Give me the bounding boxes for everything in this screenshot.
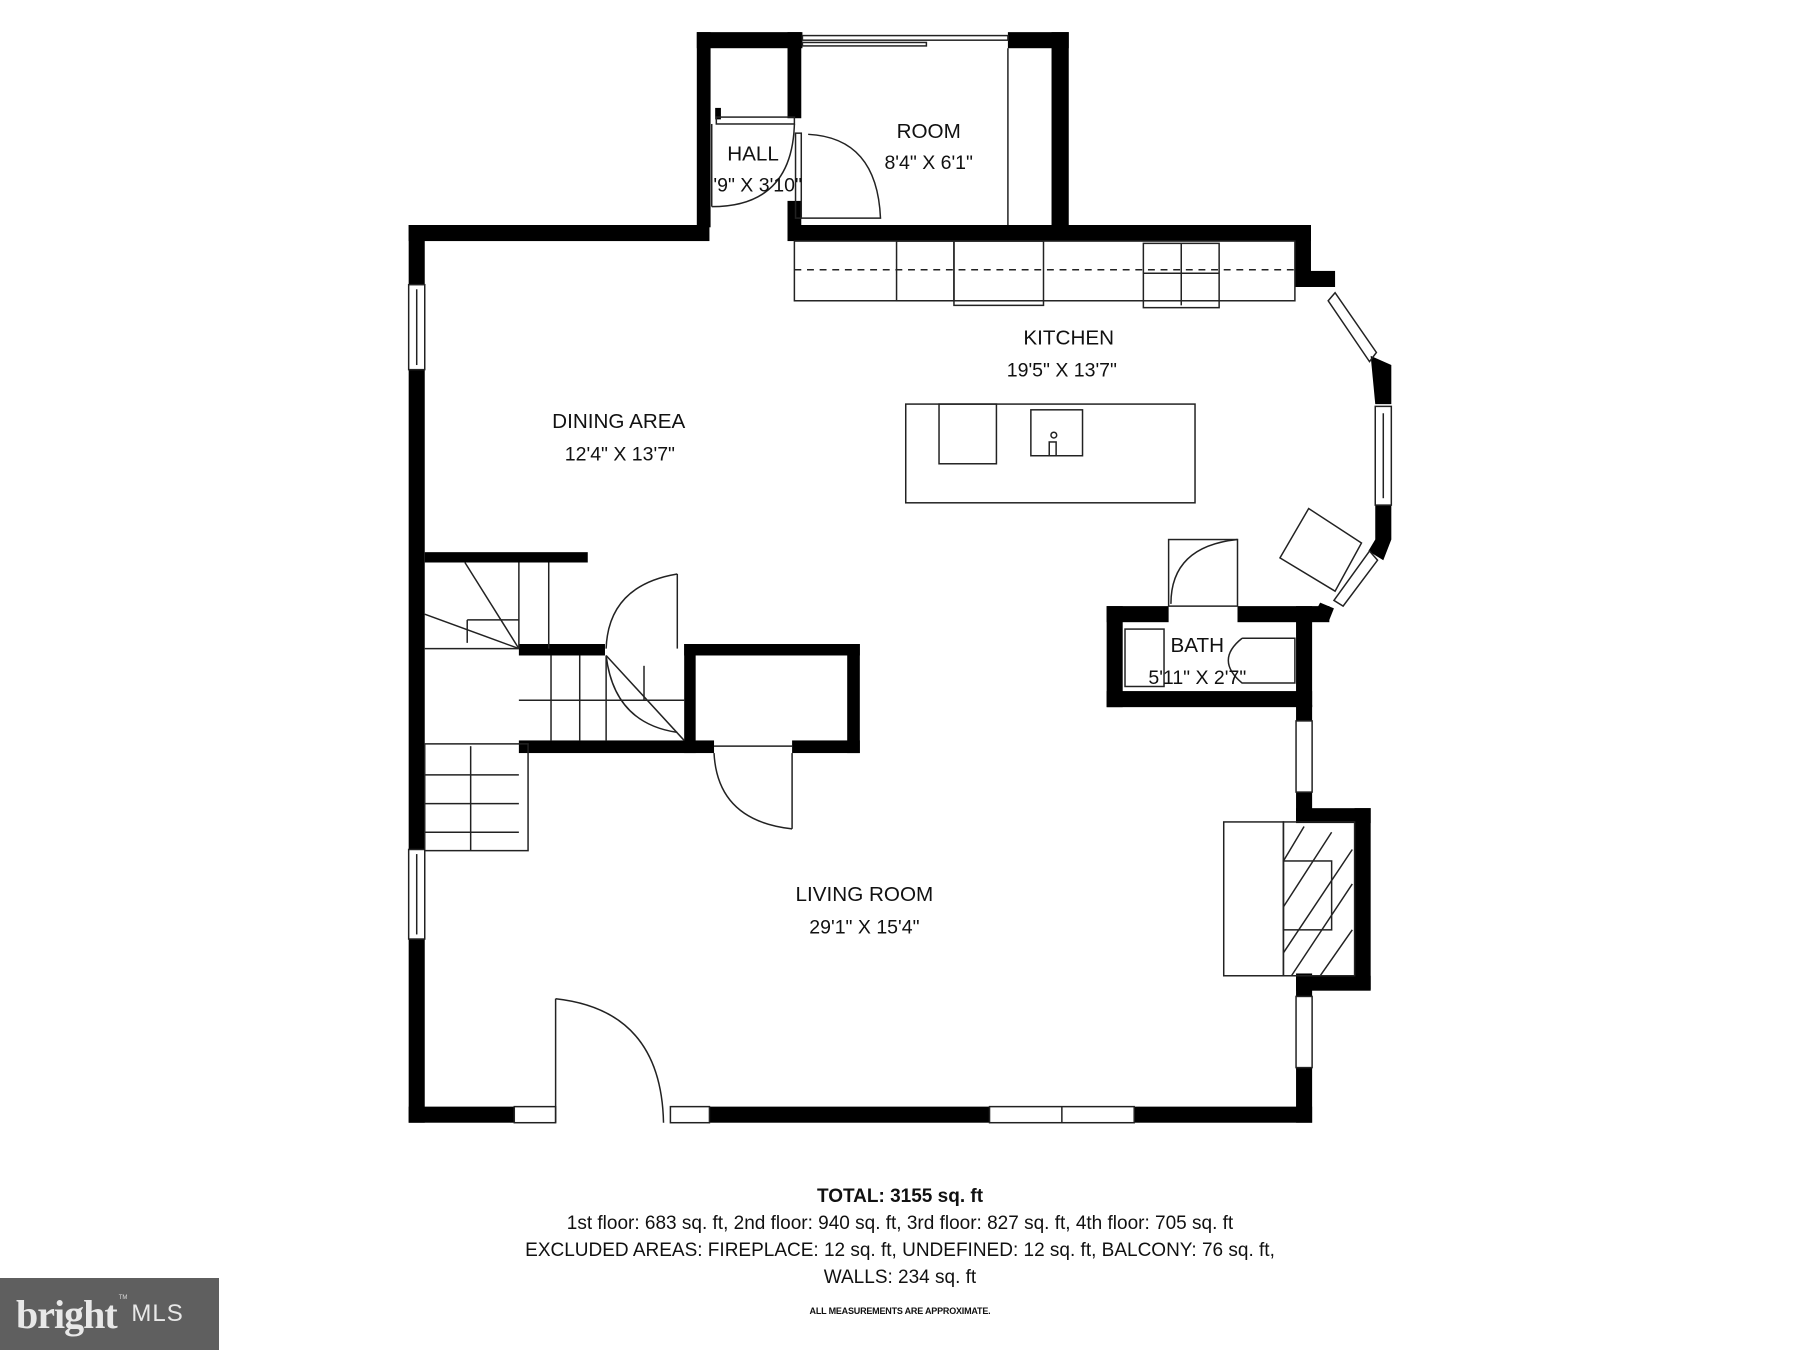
logo-mls: MLS (131, 1300, 184, 1327)
excluded-areas: EXCLUDED AREAS: FIREPLACE: 12 sq. ft, UN… (525, 1240, 1275, 1261)
disclaimer: ALL MEASUREMENTS ARE APPROXIMATE. (809, 1306, 991, 1316)
walls (408, 32, 1392, 1123)
room-dims-dining: 12'4" X 13'7" (565, 443, 675, 465)
room-dims-bath: 5'11" X 2'7" (1148, 667, 1246, 689)
fixtures (407, 34, 1393, 1124)
room-label-hall: HALL (727, 143, 779, 166)
logo-tm: TM (118, 1295, 128, 1301)
total-area: TOTAL: 3155 sq. ft (816, 1186, 984, 1207)
room-label-living: LIVING ROOM (796, 883, 934, 906)
walls-area: WALLS: 234 sq. ft (823, 1267, 977, 1288)
room-label-dining: DINING AREA (552, 410, 685, 433)
room-dims-living: 29'1" X 15'4" (809, 916, 919, 938)
floor-breakdown: 1st floor: 683 sq. ft, 2nd floor: 940 sq… (566, 1213, 1234, 1234)
bright-mls-logo: bright TM MLS (0, 1278, 219, 1350)
room-dims-room: 8'4" X 6'1" (884, 152, 973, 174)
room-label-kitchen: KITCHEN (1023, 326, 1114, 349)
room-dims-kitchen: 19'5" X 13'7" (1007, 360, 1117, 382)
room-label-bath: BATH (1171, 634, 1225, 657)
room-labels: ROOM 8'4" X 6'1" HALL '9" X 3'10" KITCHE… (552, 120, 1246, 939)
room-dims-hall: '9" X 3'10" (713, 175, 802, 197)
logo-word: bright (16, 1291, 118, 1337)
room-label-room: ROOM (897, 120, 961, 143)
